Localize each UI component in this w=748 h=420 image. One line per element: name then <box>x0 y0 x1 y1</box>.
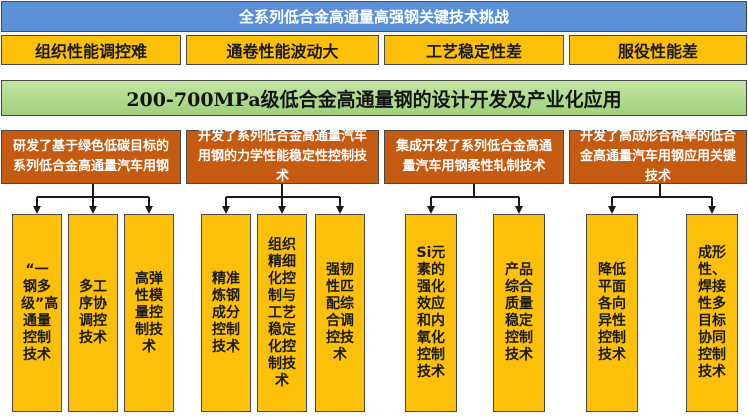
tech-1-3: 高弹性模量控制技术 <box>124 214 174 412</box>
diagram-title: 全系列低合金高通量高强钢关键技术挑战 <box>1 1 747 32</box>
tech-3-1: Si元素的强化效应和内氧化控制技术 <box>405 214 457 412</box>
tech-2-1: 精准炼钢成分控制技术 <box>201 214 251 412</box>
tech-3-2: 产品综合质量稳定控制技术 <box>493 214 545 412</box>
task-1: 研发了基于绿色低碳目标的系列低合金高通量汽车用钢 <box>1 130 181 184</box>
tech-2-2: 组织精细化控制与工艺稳定化控制技术 <box>257 214 307 412</box>
task-3: 集成开发了系列低合金高通量汽车用钢柔性轧制技术 <box>384 130 564 184</box>
tech-1-2: 多工序协调控技术 <box>68 214 118 412</box>
challenge-3: 工艺稳定性差 <box>384 35 564 65</box>
tech-2-3: 强韧性匹配综合调控技术 <box>315 214 365 412</box>
challenge-4: 服役性能差 <box>569 35 747 65</box>
task-2: 开发了系列低合金高通量汽车用钢的力学性能稳定性控制技术 <box>186 129 379 184</box>
task-4: 开发了高成形合格率的低合金高通量汽车用钢应用关键技术 <box>569 129 747 184</box>
main-goal-banner: 200-700MPa级低合金高通量钢的设计开发及产业化应用 <box>1 80 747 116</box>
tech-1-1: “一钢多级”高通量控制技术 <box>12 214 62 412</box>
challenge-1: 组织性能调控难 <box>1 35 181 65</box>
challenge-2: 通卷性能波动大 <box>186 35 379 65</box>
tech-4-2: 成形性、焊接性多目标协同控制技术 <box>686 214 738 412</box>
tech-4-1: 降低平面各向异性控制技术 <box>586 214 638 412</box>
